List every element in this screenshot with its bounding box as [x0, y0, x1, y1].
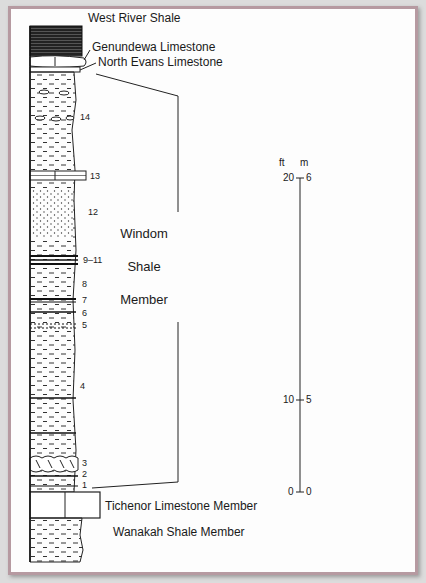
callout-number: 12: [88, 208, 98, 217]
callout-number: 9–11: [83, 256, 102, 265]
unit-name: West River Shale: [88, 12, 180, 24]
unit-name: Wanakah Shale Member: [113, 526, 245, 538]
callout-number: 1: [82, 481, 87, 490]
callout-number: 5: [82, 321, 87, 330]
scale-value: 20: [283, 173, 294, 183]
callout-number: 4: [80, 382, 85, 391]
member-name: Windom Shale Member: [114, 217, 174, 316]
callout-number: 7: [82, 296, 87, 305]
scale-value: 0: [306, 487, 312, 497]
callout-number: 3: [82, 459, 87, 468]
scale-value: 10: [283, 395, 294, 405]
unit-name: North Evans Limestone: [98, 56, 223, 68]
unit-name: Genundewa Limestone: [92, 41, 215, 53]
callout-number: 14: [80, 113, 90, 122]
scale-unit: m: [300, 158, 308, 168]
callout-number: 2: [82, 470, 87, 479]
scale-value: 5: [306, 395, 312, 405]
scale-value: 0: [288, 487, 294, 497]
scale-value: 6: [306, 173, 312, 183]
callout-number: 8: [82, 280, 87, 289]
callout-number: 6: [82, 309, 87, 318]
unit-name: Tichenor Limestone Member: [105, 500, 257, 512]
scale-unit: ft: [279, 158, 285, 168]
callout-number: 13: [90, 172, 100, 181]
